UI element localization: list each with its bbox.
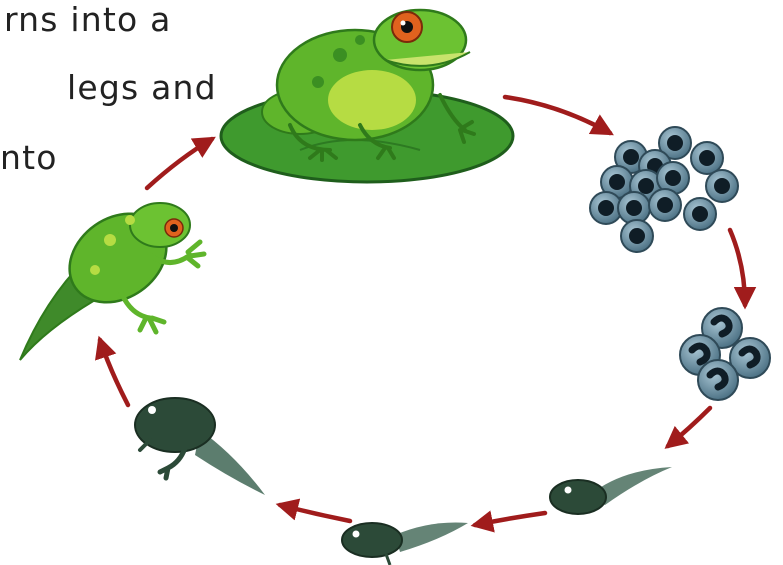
tadpole-bottom [342,523,468,565]
tadpole-with-legs [135,398,265,495]
froglet [20,195,204,360]
arrow-embryos-to-tadpole [668,408,710,446]
arrow-tadpole-to-legs [280,505,350,521]
arrow-eggs-to-embryos [730,230,745,305]
arrow-tadpole-to-tadpole [475,513,545,525]
frog-eggs [590,127,738,252]
arrow-froglet-to-frog [147,139,212,188]
arrow-frog-to-eggs [505,97,610,133]
frog-embryos [680,308,770,400]
tadpole-right [550,467,672,514]
adult-frog-on-lilypad [221,10,513,182]
arrow-legs-to-froglet [100,340,128,405]
